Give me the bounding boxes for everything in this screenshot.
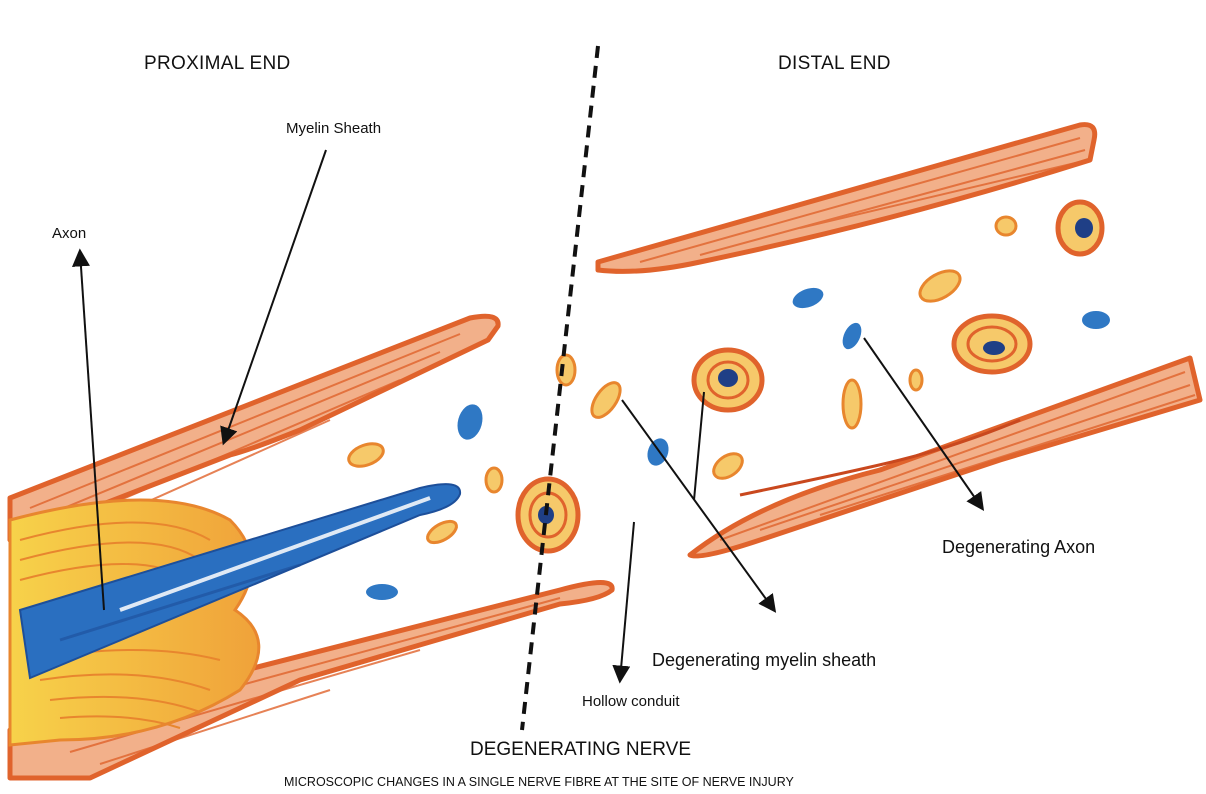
injury-cut-line: [522, 46, 598, 730]
hollow-conduit-label: Hollow conduit: [582, 693, 680, 710]
degenerating-nerve-heading: DEGENERATING NERVE: [470, 739, 691, 761]
myelin-ovoid: [954, 316, 1030, 372]
axon-label: Axon: [52, 225, 86, 242]
proximal-end-heading: PROXIMAL END: [144, 53, 290, 75]
degenerating-axon-label: Degenerating Axon: [942, 537, 1095, 558]
figure-caption: MICROSCOPIC CHANGES IN A SINGLE NERVE FI…: [284, 775, 794, 789]
degenerating-myelin-pointer-2: [694, 392, 704, 500]
myelin-sheath-label: Myelin Sheath: [286, 120, 381, 137]
distal-end-heading: DISTAL END: [778, 53, 891, 75]
distal-upper-sheath: [598, 125, 1095, 272]
hollow-conduit-pointer: [620, 522, 634, 680]
degenerating-myelin-label: Degenerating myelin sheath: [652, 650, 876, 671]
myelin-ovoid: [694, 350, 762, 410]
myelin-ovoid: [1058, 202, 1102, 254]
distal-lower-sheath: [690, 358, 1200, 556]
degenerating-myelin-pointer: [622, 400, 774, 610]
